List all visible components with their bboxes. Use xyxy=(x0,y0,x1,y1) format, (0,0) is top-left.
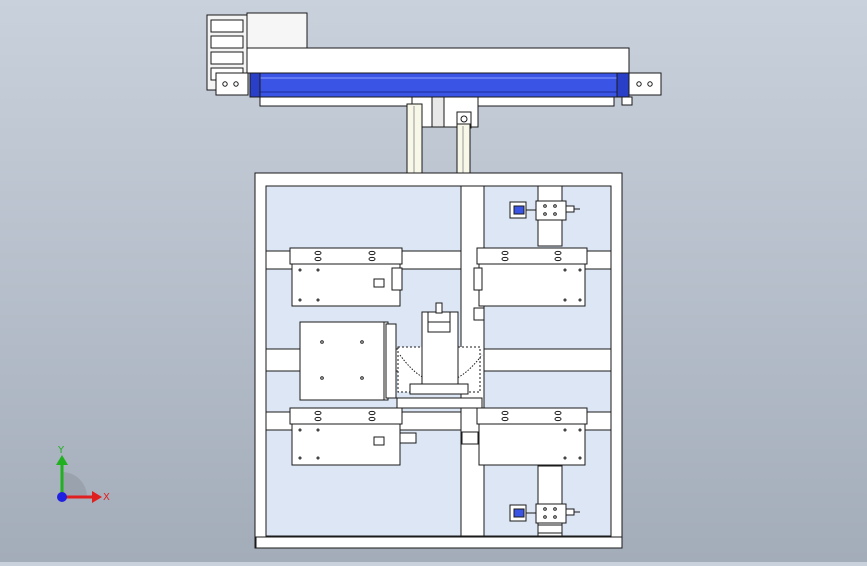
drive-head xyxy=(246,12,308,50)
rotary-table xyxy=(396,302,485,409)
fixture-bottom-left xyxy=(289,407,417,466)
z-axis-dot xyxy=(57,492,67,502)
x-axis-label: X xyxy=(103,492,110,503)
x-axis-arrow xyxy=(92,491,102,503)
right-end-bracket xyxy=(628,72,662,96)
module-beam xyxy=(246,47,630,74)
blue-rail xyxy=(249,72,629,98)
linear-module xyxy=(206,12,662,129)
fixture-top-left xyxy=(289,247,403,307)
y-axis-label: Y xyxy=(57,445,65,456)
fixture-bottom-right xyxy=(461,407,588,466)
fixture-top-right xyxy=(473,247,588,307)
coordinate-triad: Y X xyxy=(56,445,110,503)
left-end-bracket xyxy=(215,72,249,96)
clamp-top xyxy=(509,185,580,247)
clamp-bottom xyxy=(509,465,580,537)
triad-base xyxy=(62,472,87,497)
side-box xyxy=(299,321,397,401)
y-axis-arrow xyxy=(56,455,68,465)
